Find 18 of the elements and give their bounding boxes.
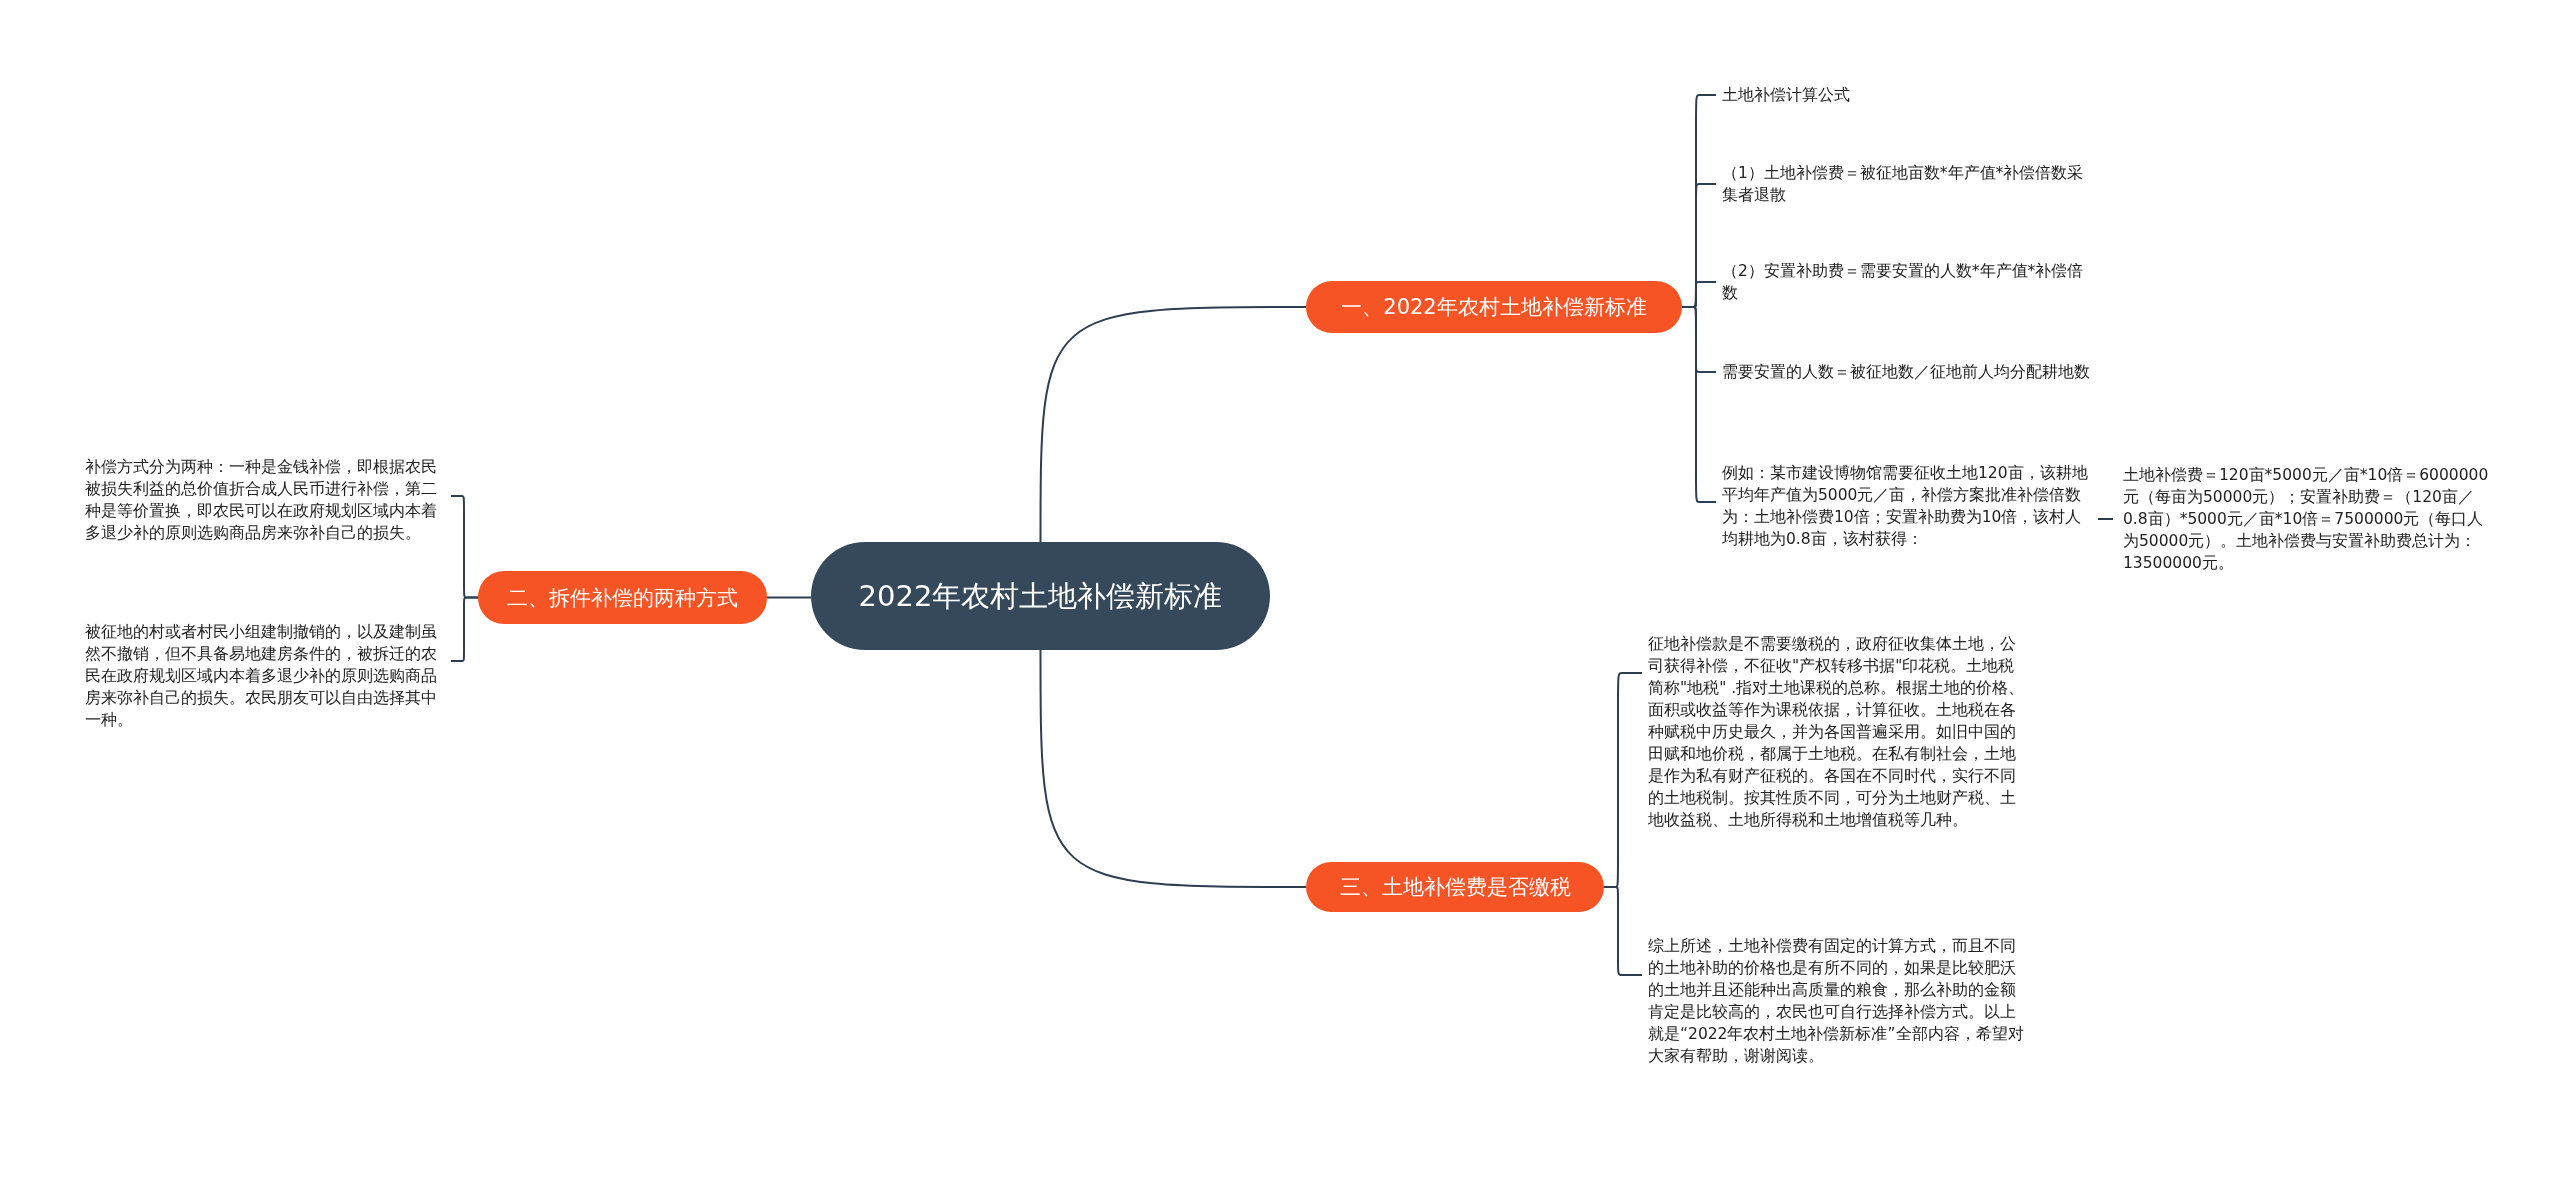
branch-topic: 三、土地补偿费是否缴税	[1306, 862, 1604, 912]
connector-line	[766, 596, 812, 599]
note-text: （1）土地补偿费＝被征地亩数*年产值*补偿倍数采集者退散	[1722, 162, 2092, 206]
branch-topic: 二、拆件补偿的两种方式	[478, 571, 767, 624]
note-text: （2）安置补助费＝需要安置的人数*年产值*补偿倍数	[1722, 260, 2092, 304]
note-text: 土地补偿计算公式	[1722, 84, 2092, 106]
note-text: 征地补偿款是不需要缴税的，政府征收集体土地，公司获得补偿，不征收"产权转移书据"印花税。土地税简称"地税" .指对土地课税的总称。根据土地的价格、面积或收益等作为课税依据，计算征收。土地税在各种赋税中历史最久，并为各国普遍采用。如旧中国的田赋和地价税，都属于土地税。在私有制社会，土地是作为私有财产征税的。各国在不同时代，实行不同的土地税制。按其性质不同，可分为土地财产税、土地收益税、土地所得税和土地增值税等几种。	[1648, 633, 2028, 831]
connector-line	[2097, 518, 2114, 520]
note-text: 综上所述，土地补偿费有固定的计算方式，而且不同的土地补助的价格也是有所不同的，如果是比较肥沃的土地并且还能种出高质量的粮食，那么补助的金额肯定是比较高的，农民也可自行选择补偿方式。以上就是“2022年农村土地补偿新标准”全部内容，希望对大家有帮助，谢谢阅读。	[1648, 935, 2028, 1067]
note-text: 补偿方式分为两种：一种是金钱补偿，即根据农民被损失利益的总价值折合成人民币进行补偿，第二种是等价置换，即农民可以在政府规划区域内本着多退少补的原则选购商品房来弥补自己的损失。	[85, 456, 445, 544]
connector-line	[1039, 306, 1307, 543]
connector-line	[1039, 649, 1307, 888]
note-text: 被征地的村或者村民小组建制撤销的，以及建制虽然不撤销，但不具备易地建房条件的，被拆迁的农民在政府规划区域内本着多退少补的原则选购商品房来弥补自己的损失。农民朋友可以自由选择其中一种。	[85, 621, 445, 731]
note-text: 例如：某市建设博物馆需要征收土地120亩，该耕地平均年产值为5000元／亩，补偿方案批准补偿倍数为：土地补偿费10倍；安置补助费为10倍，该村人均耕地为0.8亩，该村获得：	[1722, 462, 2090, 550]
note-text: 土地补偿费＝120亩*5000元／亩*10倍＝6000000元（每亩为50000元）；安置补助费＝（120亩／0.8亩）*5000元／亩*10倍＝7500000元（每口人为50000元）。土地补偿费与安置补助费总计为：13500000元。	[2123, 464, 2495, 574]
note-text: 需要安置的人数＝被征地数／征地前人均分配耕地数	[1722, 361, 2092, 383]
central-topic: 2022年农村土地补偿新标准	[811, 542, 1270, 650]
branch-topic: 一、2022年农村土地补偿新标准	[1306, 281, 1682, 333]
